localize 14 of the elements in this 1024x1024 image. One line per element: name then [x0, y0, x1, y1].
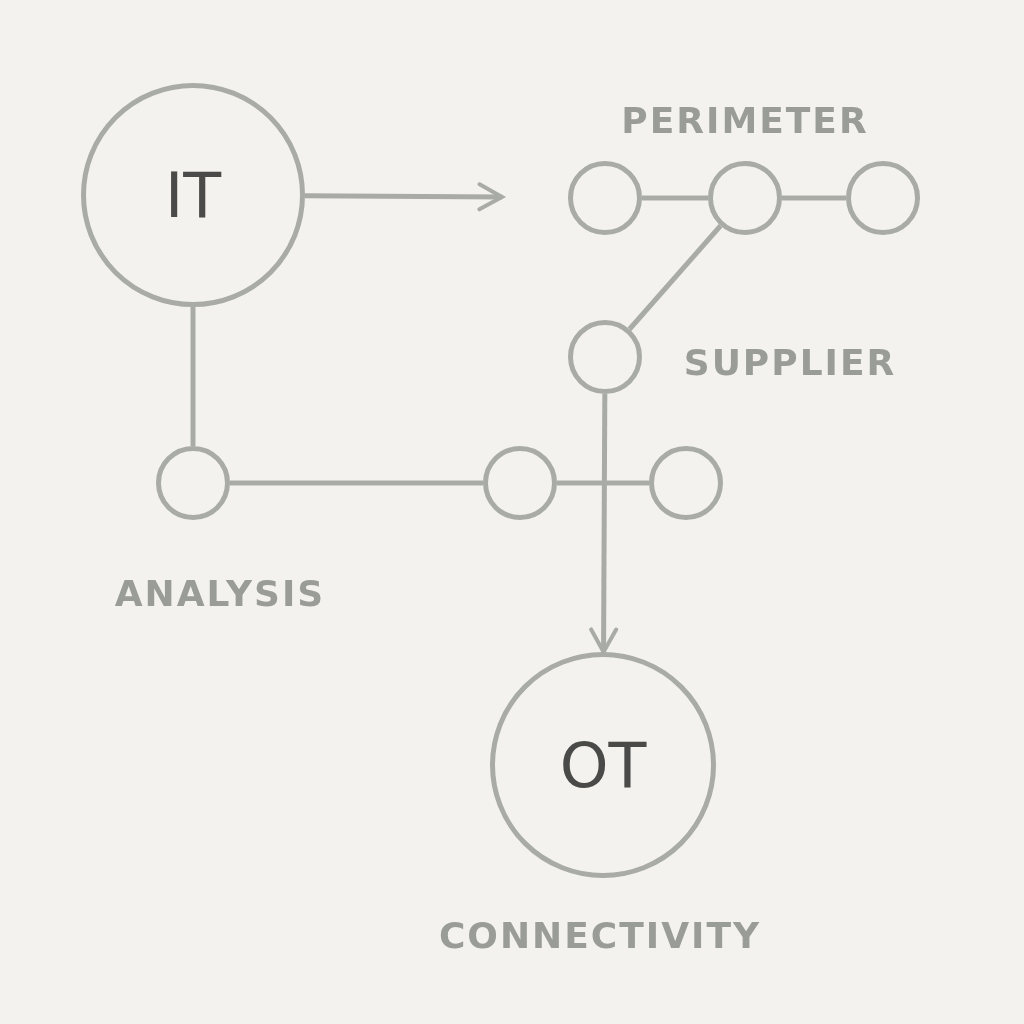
connector-line — [782, 195, 846, 201]
connector-line — [557, 480, 649, 486]
section-label: CONNECTIVITY — [438, 914, 762, 956]
section-label: SUPPLIER — [683, 341, 897, 383]
node-label: IT — [164, 158, 222, 232]
section-label: ANALYSIS — [114, 572, 326, 614]
arrow — [305, 182, 504, 212]
connector-line — [230, 480, 483, 486]
section-label: PERIMETER — [621, 99, 869, 141]
connector-line — [627, 224, 723, 331]
arrow — [589, 394, 619, 654]
connector-line — [190, 307, 196, 446]
node-label: OT — [559, 728, 647, 802]
connector-line — [642, 195, 708, 201]
